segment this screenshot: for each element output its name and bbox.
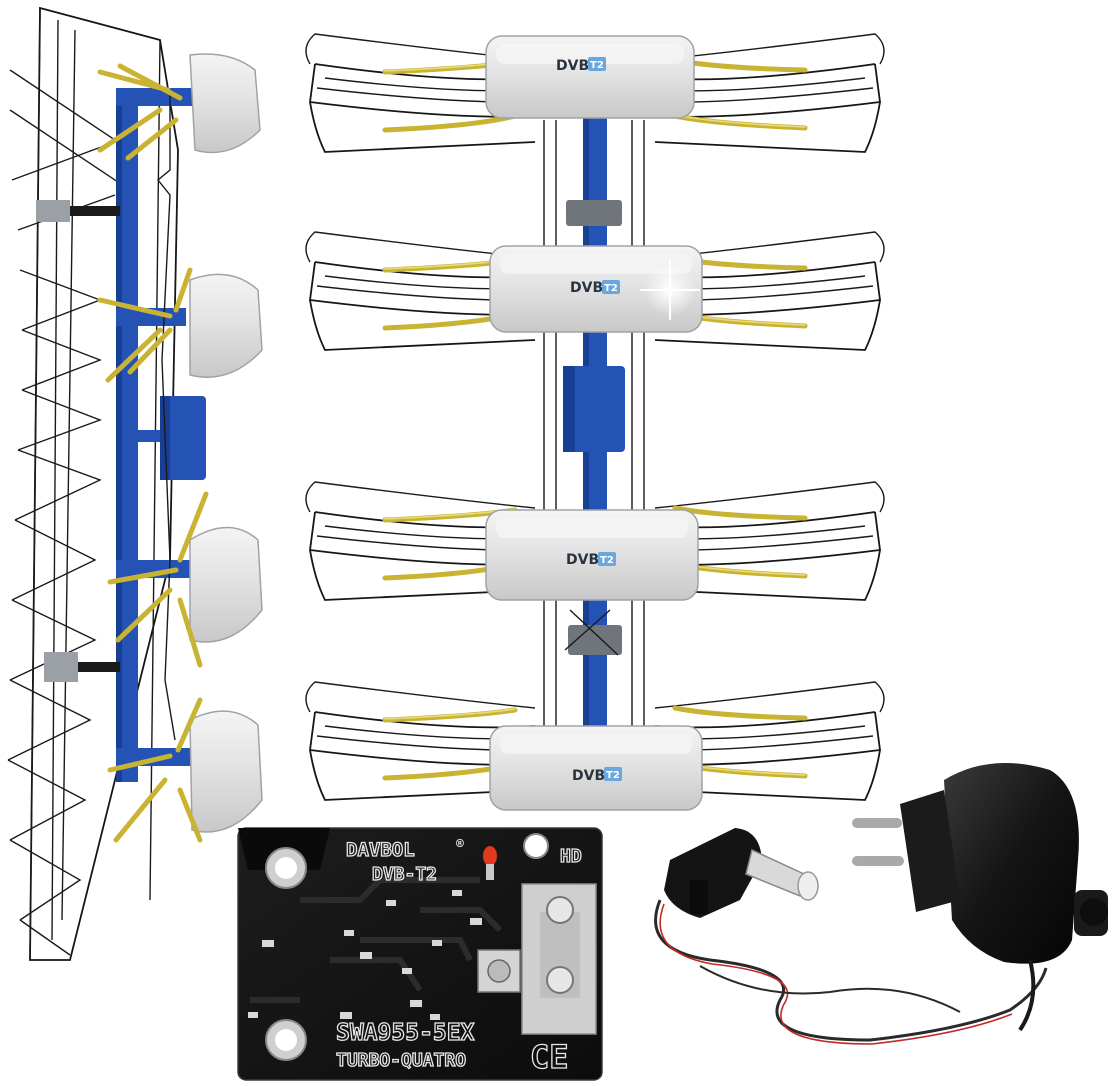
side-amplifier-box xyxy=(160,396,206,480)
side-housing-3 xyxy=(189,526,263,643)
dvb-label: DVB xyxy=(556,58,589,74)
status-led xyxy=(483,846,497,866)
dvb-label: DVB xyxy=(570,280,603,296)
dvb-label: DVB xyxy=(572,768,605,784)
side-housing-2 xyxy=(189,273,263,378)
front-housing-4: DVB T2 xyxy=(489,725,703,811)
side-housing-4 xyxy=(189,710,263,833)
antenna-side-view xyxy=(7,6,263,961)
t2-label: T2 xyxy=(600,555,614,566)
board-series: TURBO-QUATRO xyxy=(336,1050,466,1071)
front-housing-2: DVB T2 xyxy=(489,245,703,333)
front-amplifier-box xyxy=(563,366,625,452)
side-dipoles xyxy=(97,63,209,843)
reflector-mesh xyxy=(7,6,179,961)
power-supply xyxy=(852,762,1108,1032)
board-registered-mark: ® xyxy=(456,837,464,852)
front-housing-3: DVB T2 xyxy=(485,509,699,601)
amplifier-board: DAVBOL ® DVB-T2 HD SWA955-5EX TURBO-QUAT… xyxy=(237,827,603,1081)
antenna-front-view: DVB T2 DVB T2 DVB T2 DVB T2 xyxy=(306,34,884,811)
t2-label: T2 xyxy=(590,60,604,71)
t2-label: T2 xyxy=(606,770,620,781)
side-housing-1 xyxy=(189,53,261,154)
board-model: SWA955-5EX xyxy=(336,1020,475,1046)
board-brand: DAVBOL xyxy=(346,839,415,861)
coax-plug-cable xyxy=(654,828,1048,1045)
board-hd-badge: HD xyxy=(560,846,582,867)
board-ce-mark: CE xyxy=(530,1038,569,1076)
t2-label: T2 xyxy=(604,283,618,294)
board-standard: DVB-T2 xyxy=(372,864,437,885)
front-housing-1: DVB T2 xyxy=(485,35,695,119)
dvb-label: DVB xyxy=(566,552,599,568)
